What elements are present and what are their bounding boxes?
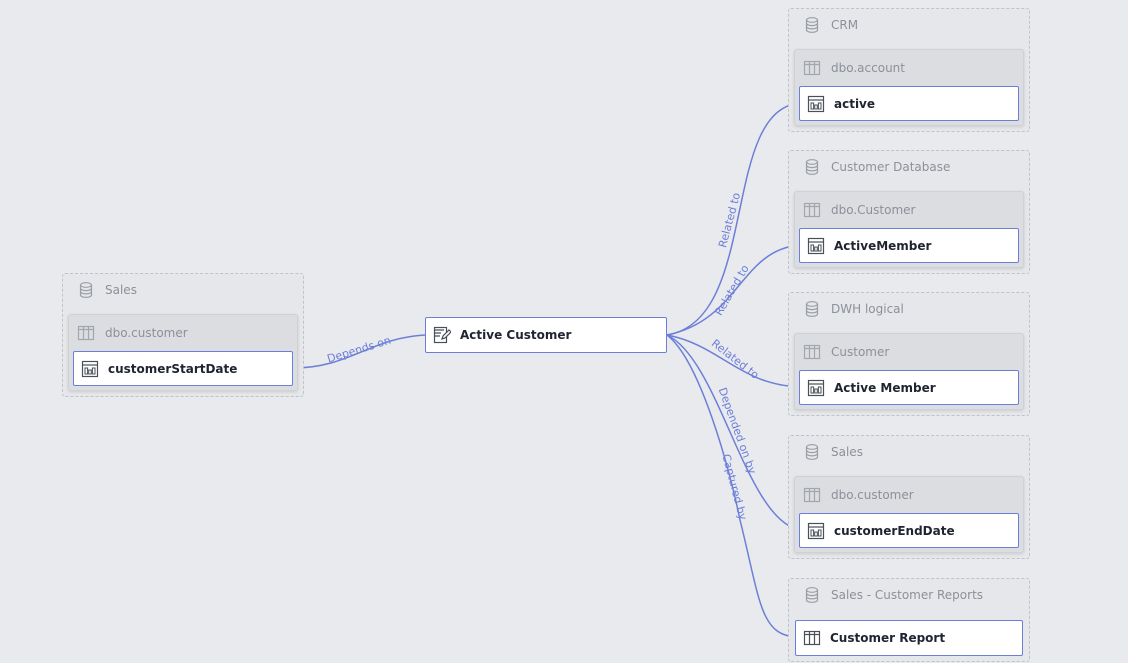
group-header: Sales - Customer Reports <box>803 587 983 603</box>
database-icon <box>803 16 821 34</box>
table-icon <box>77 324 95 342</box>
column-icon <box>807 379 825 397</box>
table-Customer[interactable]: Customer Active Member <box>794 333 1024 410</box>
group-sales-left[interactable]: Sales dbo.customer customerStartDate <box>62 273 304 397</box>
table-header: dbo.Customer <box>803 202 915 218</box>
edge-label-related-to-1: Related to <box>716 191 743 249</box>
edge-related-to-customer-db <box>666 244 801 336</box>
report-customer-report[interactable]: Customer Report <box>795 620 1023 656</box>
group-label: DWH logical <box>831 302 904 316</box>
group-label: Customer Database <box>831 160 951 174</box>
center-label: Active Customer <box>460 328 572 342</box>
column-icon <box>807 522 825 540</box>
edge-label-related-to-3: Related to <box>709 337 762 382</box>
edge-depended-on-by <box>666 334 801 531</box>
edit-document-icon <box>433 326 451 344</box>
database-icon <box>803 586 821 604</box>
column-customerStartDate[interactable]: customerStartDate <box>73 351 293 386</box>
table-label: dbo.customer <box>831 488 914 502</box>
table-header: dbo.account <box>803 60 905 76</box>
group-crm[interactable]: CRM dbo.account active <box>788 8 1030 132</box>
column-label: Active Member <box>834 380 936 395</box>
table-header: dbo.customer <box>77 325 188 341</box>
table-header: Customer <box>803 344 889 360</box>
edge-label-depends-on: Depends on <box>326 334 393 366</box>
edge-depends-on <box>292 334 426 369</box>
table-icon <box>803 201 821 219</box>
table-icon <box>803 343 821 361</box>
group-header: Customer Database <box>803 159 950 175</box>
table-dbo-Customer[interactable]: dbo.Customer ActiveMember <box>794 191 1024 268</box>
database-icon <box>803 443 821 461</box>
table-icon <box>803 486 821 504</box>
column-label: active <box>834 96 876 111</box>
column-active[interactable]: active <box>799 86 1019 121</box>
group-label: Sales <box>105 283 137 297</box>
group-sales-right[interactable]: Sales dbo.customer customerEndDate <box>788 435 1030 559</box>
group-label: Sales <box>831 445 863 459</box>
group-label: CRM <box>831 18 859 32</box>
table-label: Customer <box>831 345 890 359</box>
column-label: customerStartDate <box>108 361 238 376</box>
column-icon <box>807 237 825 255</box>
table-label: dbo.account <box>831 61 905 75</box>
group-header: CRM <box>803 17 858 33</box>
table-icon <box>803 59 821 77</box>
column-icon <box>807 95 825 113</box>
table-label: dbo.Customer <box>831 203 916 217</box>
group-dwh-logical[interactable]: DWH logical Customer Active Member <box>788 292 1030 416</box>
group-header: DWH logical <box>803 301 904 317</box>
table-dbo-account[interactable]: dbo.account active <box>794 49 1024 126</box>
table-dbo-customer[interactable]: dbo.customer customerStartDate <box>68 314 298 391</box>
column-icon <box>81 360 99 378</box>
report-table-icon <box>803 629 821 647</box>
database-icon <box>77 281 95 299</box>
center-term-active-customer[interactable]: Active Customer <box>425 317 667 353</box>
column-label: ActiveMember <box>834 238 932 253</box>
edge-captured-by <box>666 334 797 638</box>
table-label: dbo.customer <box>105 326 188 340</box>
report-label: Customer Report <box>830 631 946 645</box>
group-label: Sales - Customer Reports <box>831 588 984 602</box>
database-icon <box>803 158 821 176</box>
group-header: Sales <box>803 444 863 460</box>
column-label: customerEndDate <box>834 523 955 538</box>
group-header: Sales <box>77 282 137 298</box>
database-icon <box>803 300 821 318</box>
table-dbo-customer-right[interactable]: dbo.customer customerEndDate <box>794 476 1024 553</box>
table-header: dbo.customer <box>803 487 914 503</box>
edge-related-to-dwh <box>666 334 801 388</box>
column-ActiveMember[interactable]: ActiveMember <box>799 228 1019 263</box>
group-sales-customer-reports[interactable]: Sales - Customer Reports Customer Report <box>788 578 1030 662</box>
edge-label-related-to-2: Related to <box>712 262 752 318</box>
group-customer-database[interactable]: Customer Database dbo.Customer ActiveMem… <box>788 150 1030 274</box>
edge-related-to-crm <box>666 102 801 336</box>
column-Active-Member[interactable]: Active Member <box>799 370 1019 405</box>
column-customerEndDate[interactable]: customerEndDate <box>799 513 1019 548</box>
